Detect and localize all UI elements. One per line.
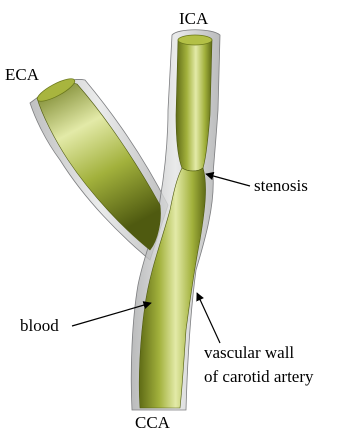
vascular-wall-arrow xyxy=(197,293,220,343)
ica-opening xyxy=(178,35,212,45)
eca-label: ECA xyxy=(5,65,40,84)
vascular-wall-label-line2: of carotid artery xyxy=(204,367,314,386)
stenosis-label: stenosis xyxy=(254,176,308,195)
vascular-wall-label-line1: vascular wall xyxy=(204,343,294,362)
ica-label: ICA xyxy=(179,9,209,28)
blood-label: blood xyxy=(20,316,59,335)
cca-label: CCA xyxy=(135,413,171,432)
